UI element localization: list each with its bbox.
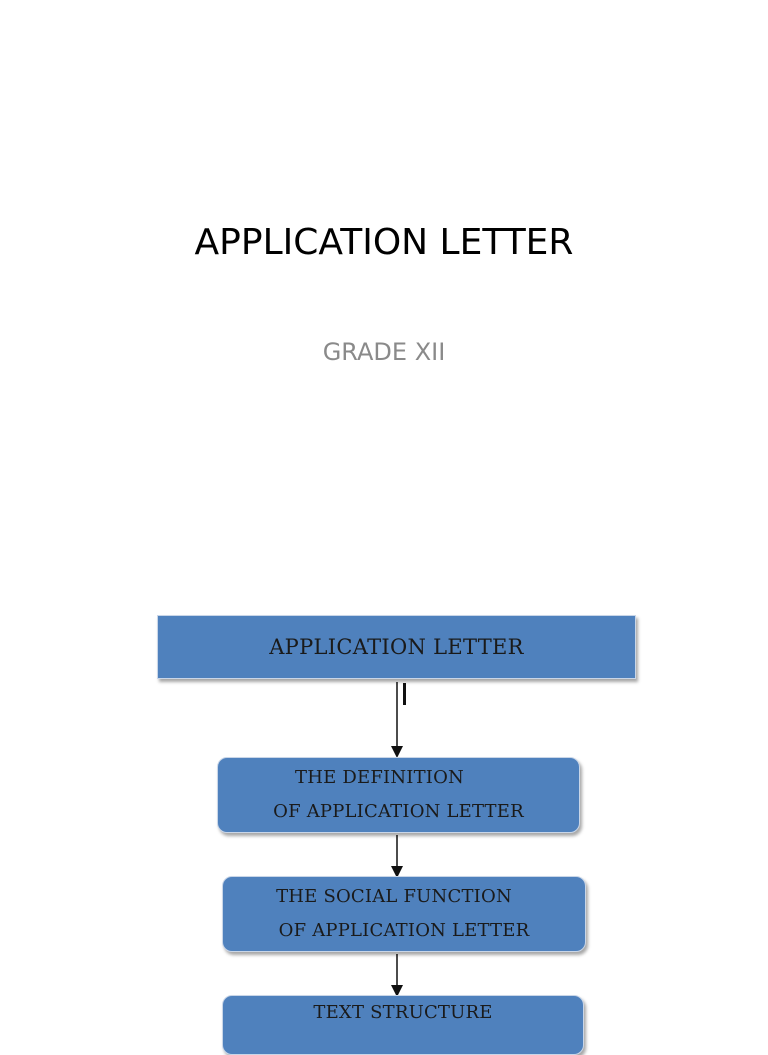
flowchart-box-label: THE SOCIAL FUNCTION: [276, 885, 512, 907]
flowchart-box-label: OF APPLICATION LETTER: [273, 801, 524, 822]
slide-title: APPLICATION LETTER: [194, 222, 574, 263]
flowchart-box-label: TEXT STRUCTURE: [313, 1002, 493, 1023]
flowchart-box-text-structure: TEXT STRUCTURE: [222, 995, 584, 1055]
flowchart-box-label: OF APPLICATION LETTER: [278, 920, 530, 941]
flowchart-box-label: APPLICATION LETTER: [269, 635, 524, 659]
flowchart-image: APPLICATION LETTER THE DEFINITION OF APP…: [157, 615, 636, 1055]
text-cursor-mark: [403, 683, 406, 705]
flowchart-box-application-letter: APPLICATION LETTER: [157, 615, 636, 679]
flowchart-box-social-function: THE SOCIAL FUNCTION OF APPLICATION LETTE…: [222, 876, 586, 952]
flowchart-box-label: THE DEFINITION: [294, 766, 465, 788]
flowchart-connectors: [391, 682, 403, 997]
flowchart-box-definition: THE DEFINITION OF APPLICATION LETTER: [217, 757, 580, 833]
slide-subtitle: GRADE XII: [322, 338, 446, 366]
